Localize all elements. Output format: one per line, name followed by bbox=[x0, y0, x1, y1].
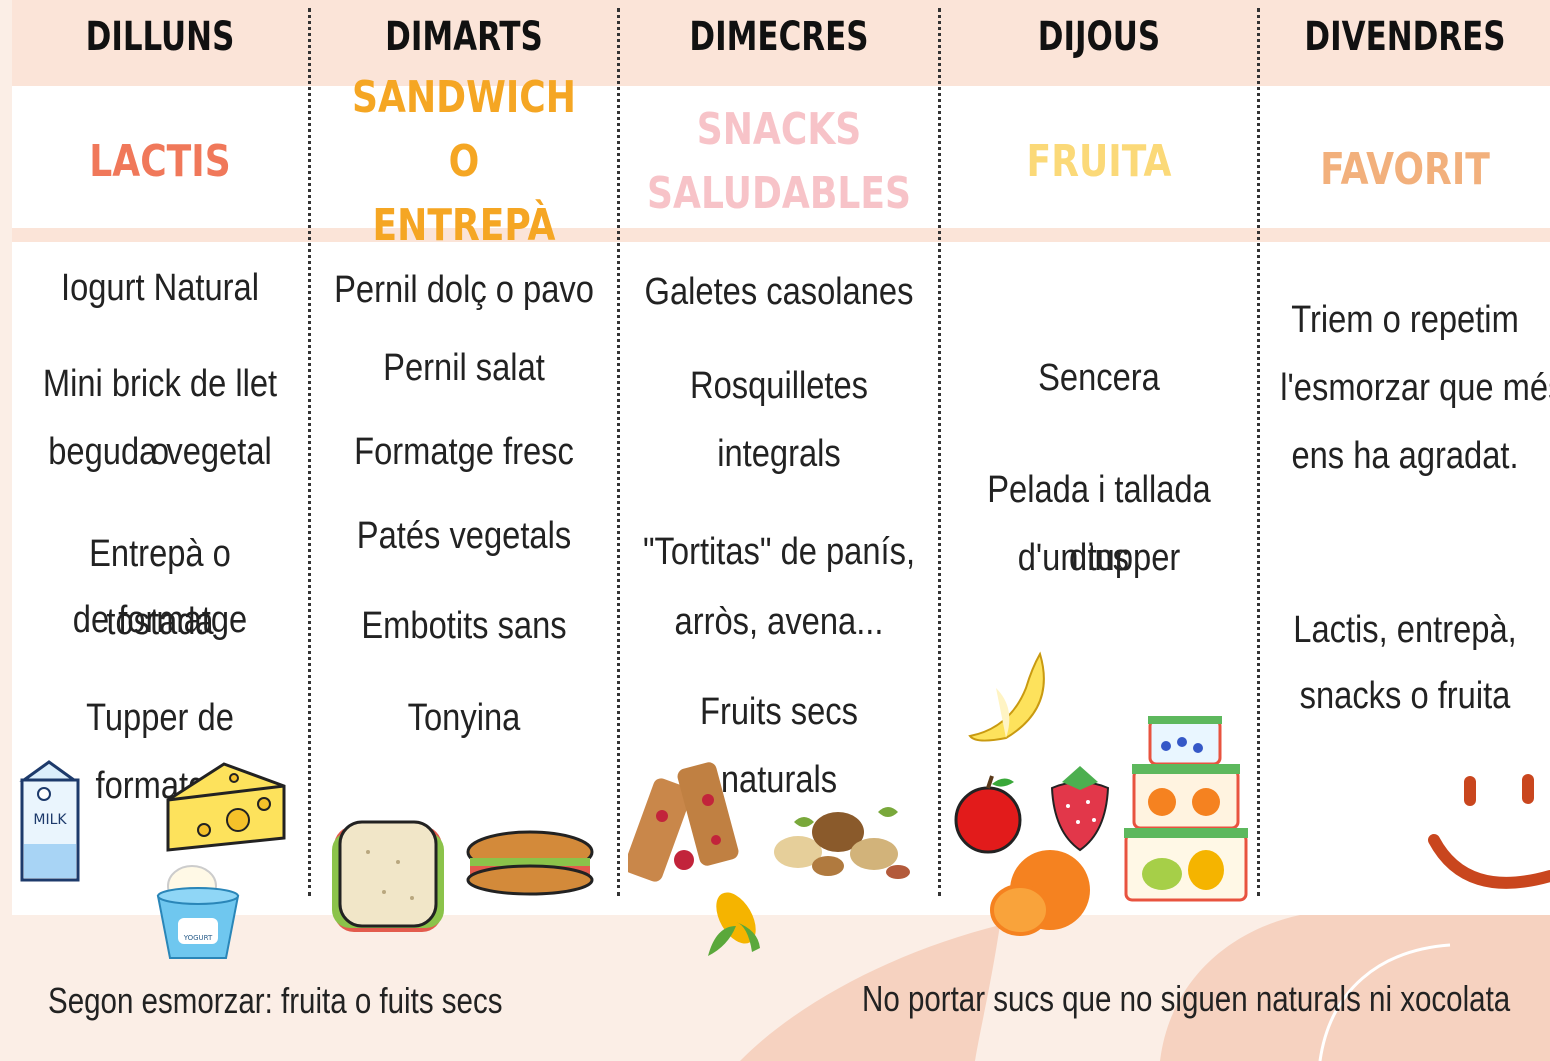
day-title: DILLUNS bbox=[85, 14, 235, 60]
menu-sheet: DILLUNS LACTIS Iogurt Natural Mini brick… bbox=[12, 0, 1550, 915]
column-separator bbox=[617, 8, 620, 896]
nuts-icon bbox=[774, 807, 910, 879]
column-dijous: DIJOUS FRUITA Sencera Pelada i tallada d… bbox=[941, 0, 1257, 915]
cheese-icon bbox=[166, 762, 286, 852]
strawberry-icon bbox=[1050, 766, 1110, 852]
menu-item: arròs, avena... bbox=[674, 601, 884, 643]
menu-item: Patés vegetals bbox=[356, 515, 572, 557]
sandwich-icon bbox=[332, 820, 444, 932]
banana-icon bbox=[968, 651, 1045, 742]
menu-item: Embotits sans bbox=[361, 605, 567, 647]
apple-icon bbox=[954, 775, 1022, 854]
column-divendres: DIVENDRES FAVORIT Triem o repetim l'esmo… bbox=[1260, 0, 1550, 915]
svg-text:MILK: MILK bbox=[33, 812, 67, 828]
day-title: DIMARTS bbox=[385, 14, 543, 60]
menu-item: Triem o repetim bbox=[1291, 299, 1519, 341]
divider-band bbox=[12, 228, 1550, 242]
menu-item: Mini brick de llet o bbox=[42, 363, 278, 473]
category-title: LACTIS bbox=[89, 136, 231, 187]
baguette-icon bbox=[466, 830, 594, 896]
menu-item: integrals bbox=[717, 433, 841, 475]
menu-item: Lactis, entrepà, bbox=[1293, 609, 1517, 651]
column-separator bbox=[1257, 8, 1260, 896]
menu-item: beguda vegetal bbox=[48, 431, 272, 473]
menu-item: Entrepà o tostada bbox=[89, 533, 231, 643]
menu-item: Iogurt Natural bbox=[60, 267, 259, 309]
granola-bars-icon bbox=[628, 762, 739, 882]
menu-item: "Tortitas" de panís, bbox=[642, 531, 916, 573]
tupper-containers-icon bbox=[1124, 716, 1248, 902]
menu-item: l'esmorzar que més bbox=[1280, 367, 1550, 409]
column-dimecres: DIMECRES SNACKS SALUDABLES Galetes casol… bbox=[620, 0, 938, 915]
category-title: FRUITA bbox=[1026, 136, 1172, 187]
column-dimarts: DIMARTS SANDWICH O ENTREPÀ Pernil dolç o… bbox=[311, 0, 617, 915]
column-separator bbox=[938, 8, 941, 896]
day-title: DIVENDRES bbox=[1304, 14, 1506, 60]
menu-item: Galetes casolanes bbox=[644, 271, 914, 313]
milk-carton-icon: MILK bbox=[19, 760, 80, 882]
menu-item: snacks o fruita bbox=[1299, 675, 1511, 717]
category-title: SNACKS SALUDABLES bbox=[647, 104, 911, 219]
day-title: DIMECRES bbox=[689, 14, 869, 60]
menu-item: Pelada i tallada dins bbox=[987, 469, 1211, 579]
svg-text:YOGURT: YOGURT bbox=[183, 934, 213, 942]
menu-item: Pernil salat bbox=[383, 347, 545, 389]
column-dilluns: DILLUNS LACTIS Iogurt Natural Mini brick… bbox=[12, 0, 308, 915]
footer-note-left: Segon esmorzar: fruita o fuits secs bbox=[48, 980, 503, 1021]
menu-item: de formatge bbox=[72, 599, 248, 641]
menu-item: Fruits secs naturals bbox=[700, 691, 858, 801]
menu-item: ens ha agradat. bbox=[1291, 435, 1519, 477]
menu-item: Formatge fresc bbox=[354, 431, 574, 473]
day-title: DIJOUS bbox=[1037, 14, 1161, 60]
orange-icon bbox=[990, 850, 1090, 936]
footer-note-right: No portar sucs que no siguen naturals ni… bbox=[862, 978, 1511, 1019]
header-band bbox=[12, 0, 1550, 86]
column-separator bbox=[308, 8, 311, 896]
corn-icon bbox=[708, 892, 760, 956]
yogurt-icon: YOGURT bbox=[156, 865, 240, 959]
category-title: SANDWICH O ENTREPÀ bbox=[352, 72, 576, 251]
category-title: FAVORIT bbox=[1320, 144, 1490, 195]
smiley-face-icon bbox=[1428, 774, 1550, 889]
menu-item: Tonyina bbox=[407, 697, 521, 739]
menu-item: Pernil dolç o pavo bbox=[334, 269, 594, 311]
menu-item: d'un tupper bbox=[1017, 537, 1181, 579]
menu-item: Sencera bbox=[1038, 357, 1160, 399]
menu-item: Rosquilletes bbox=[689, 365, 869, 407]
